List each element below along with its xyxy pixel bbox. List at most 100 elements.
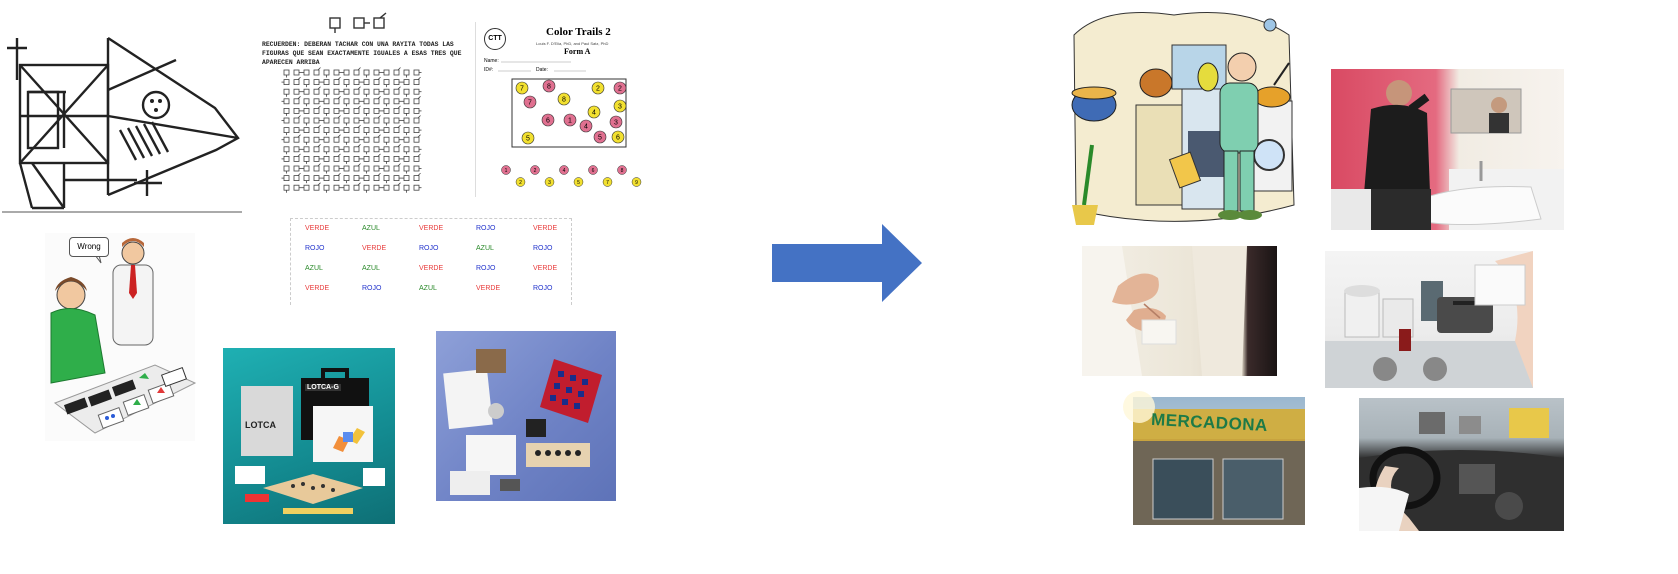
cancellation-symbol: [373, 184, 380, 191]
cancellation-symbol: [373, 146, 380, 153]
cancellation-symbol: [413, 69, 420, 76]
stroop-word: ROJO: [533, 245, 553, 252]
cancellation-symbol-tick: [357, 105, 361, 109]
cancellation-symbol: [283, 127, 290, 133]
ctt-sample-label: 9: [635, 180, 638, 186]
cancellation-symbol: [293, 184, 300, 191]
cancellation-symbol: [363, 136, 370, 143]
cancellation-symbol-tick: [317, 163, 321, 167]
cancellation-symbol: [383, 184, 390, 191]
cancellation-symbol-tick: [297, 96, 301, 100]
cancellation-symbol: [293, 79, 300, 85]
cancellation-symbol-tick: [317, 86, 321, 90]
ctt-circle-label: 7: [520, 86, 524, 93]
cancellation-symbol: [373, 136, 380, 143]
cancellation-symbol: [303, 155, 310, 162]
cancellation-symbol-tick: [377, 172, 381, 176]
stroop-word: VERDE: [419, 265, 444, 272]
cancellation-symbol: [323, 69, 330, 76]
stroop-word: ROJO: [533, 285, 553, 292]
cancellation-symbol: [363, 155, 370, 162]
cancellation-symbol: [343, 69, 350, 76]
ctt-form: Form A: [564, 47, 591, 56]
cancellation-symbol-tick: [337, 153, 341, 157]
cancellation-symbol: [403, 136, 410, 143]
stroop-word: VERDE: [476, 285, 501, 292]
cancellation-symbol: [393, 98, 400, 105]
lotca-kit-photo: LOTCA-G LOTCA: [223, 348, 395, 524]
cancellation-header: RECUERDEN: DEBERAN TACHAR CON UNA RAYITA…: [262, 41, 462, 66]
cancellation-symbol: [333, 108, 340, 114]
cancellation-symbol-tick: [337, 76, 341, 80]
cancellation-symbol-tick: [357, 67, 361, 71]
cancellation-symbol-tick: [337, 96, 341, 100]
stroop-word: AZUL: [305, 265, 323, 272]
cancellation-symbol: [383, 98, 390, 105]
cancellation-symbol-tick: [297, 172, 301, 176]
cancellation-symbol: [303, 98, 310, 105]
cancellation-symbol: [293, 127, 300, 133]
cancellation-symbol: [323, 127, 330, 133]
cancellation-symbol: [323, 175, 330, 182]
stroop-word: ROJO: [362, 285, 382, 292]
cancellation-symbol: [403, 155, 410, 162]
buttoning-cuff-photo: [1082, 246, 1277, 376]
cancellation-symbol: [333, 165, 340, 172]
ctt-circle: [563, 113, 577, 127]
kitchen-confusion-cartoon: [1064, 5, 1296, 230]
cancellation-symbol: [403, 98, 410, 105]
cancellation-symbol: [363, 79, 370, 85]
cancellation-symbol-tick: [317, 67, 321, 71]
cancellation-symbol-tick: [417, 96, 421, 100]
cancellation-symbol: [333, 117, 340, 124]
ctt-circle-label: 6: [616, 135, 620, 142]
cancellation-symbol: [373, 98, 380, 105]
ctt-circle: [557, 92, 571, 106]
ctt-sample-circle: [631, 177, 642, 187]
cancellation-symbol: [293, 117, 300, 124]
wrong-speech-bubble: Wrong: [69, 237, 109, 257]
cancellation-symbol: [363, 117, 370, 124]
stroop-word: AZUL: [419, 285, 437, 292]
cancellation-symbol-tick: [337, 134, 341, 138]
cancellation-symbol: [313, 98, 320, 105]
cancellation-symbol: [413, 136, 420, 143]
cancellation-symbol: [393, 184, 400, 191]
cancellation-symbol: [413, 108, 420, 114]
ctt-circle-label: 3: [614, 120, 618, 127]
cancellation-symbol: [393, 165, 400, 172]
ctt-name-label: Name:: [484, 58, 499, 64]
cancellation-symbol: [403, 184, 410, 191]
cancellation-symbol: [333, 175, 340, 182]
cancellation-symbol: [393, 117, 400, 124]
wcst-illustration-image: Wrong: [45, 233, 197, 441]
cancellation-symbol: [303, 69, 310, 76]
ctt-circle: [521, 131, 535, 145]
cancellation-symbol: [363, 98, 370, 105]
stroop-word: VERDE: [419, 225, 444, 232]
cancellation-symbol: [403, 79, 410, 85]
cancellation-symbol: [303, 127, 310, 133]
ctt-circle-label: 2: [596, 86, 600, 93]
cancellation-symbol: [343, 165, 350, 172]
ctt-sample-label: 6: [592, 168, 595, 174]
cancellation-symbol: [293, 88, 300, 95]
ctt-circle-label: 5: [598, 135, 602, 142]
cancellation-symbol: [343, 108, 350, 114]
cancellation-symbol-tick: [397, 86, 401, 90]
ctt-circle-label: 4: [592, 110, 596, 117]
cancellation-symbol: [363, 127, 370, 133]
cancellation-symbol-tick: [377, 134, 381, 138]
cancellation-symbol: [293, 69, 300, 76]
ctt-sample-circle: [588, 165, 598, 175]
ctt-id-label: ID#:: [484, 67, 494, 73]
cancellation-symbol: [363, 146, 370, 153]
cancellation-symbol-tick: [377, 115, 381, 119]
ctt-circle-label: 7: [528, 100, 532, 107]
ctt-sample-label: 2: [534, 168, 537, 174]
cancellation-symbol: [383, 108, 390, 114]
cancellation-symbol: [323, 108, 330, 114]
cancellation-symbol: [283, 175, 290, 182]
cancellation-symbol-tick: [417, 134, 421, 138]
